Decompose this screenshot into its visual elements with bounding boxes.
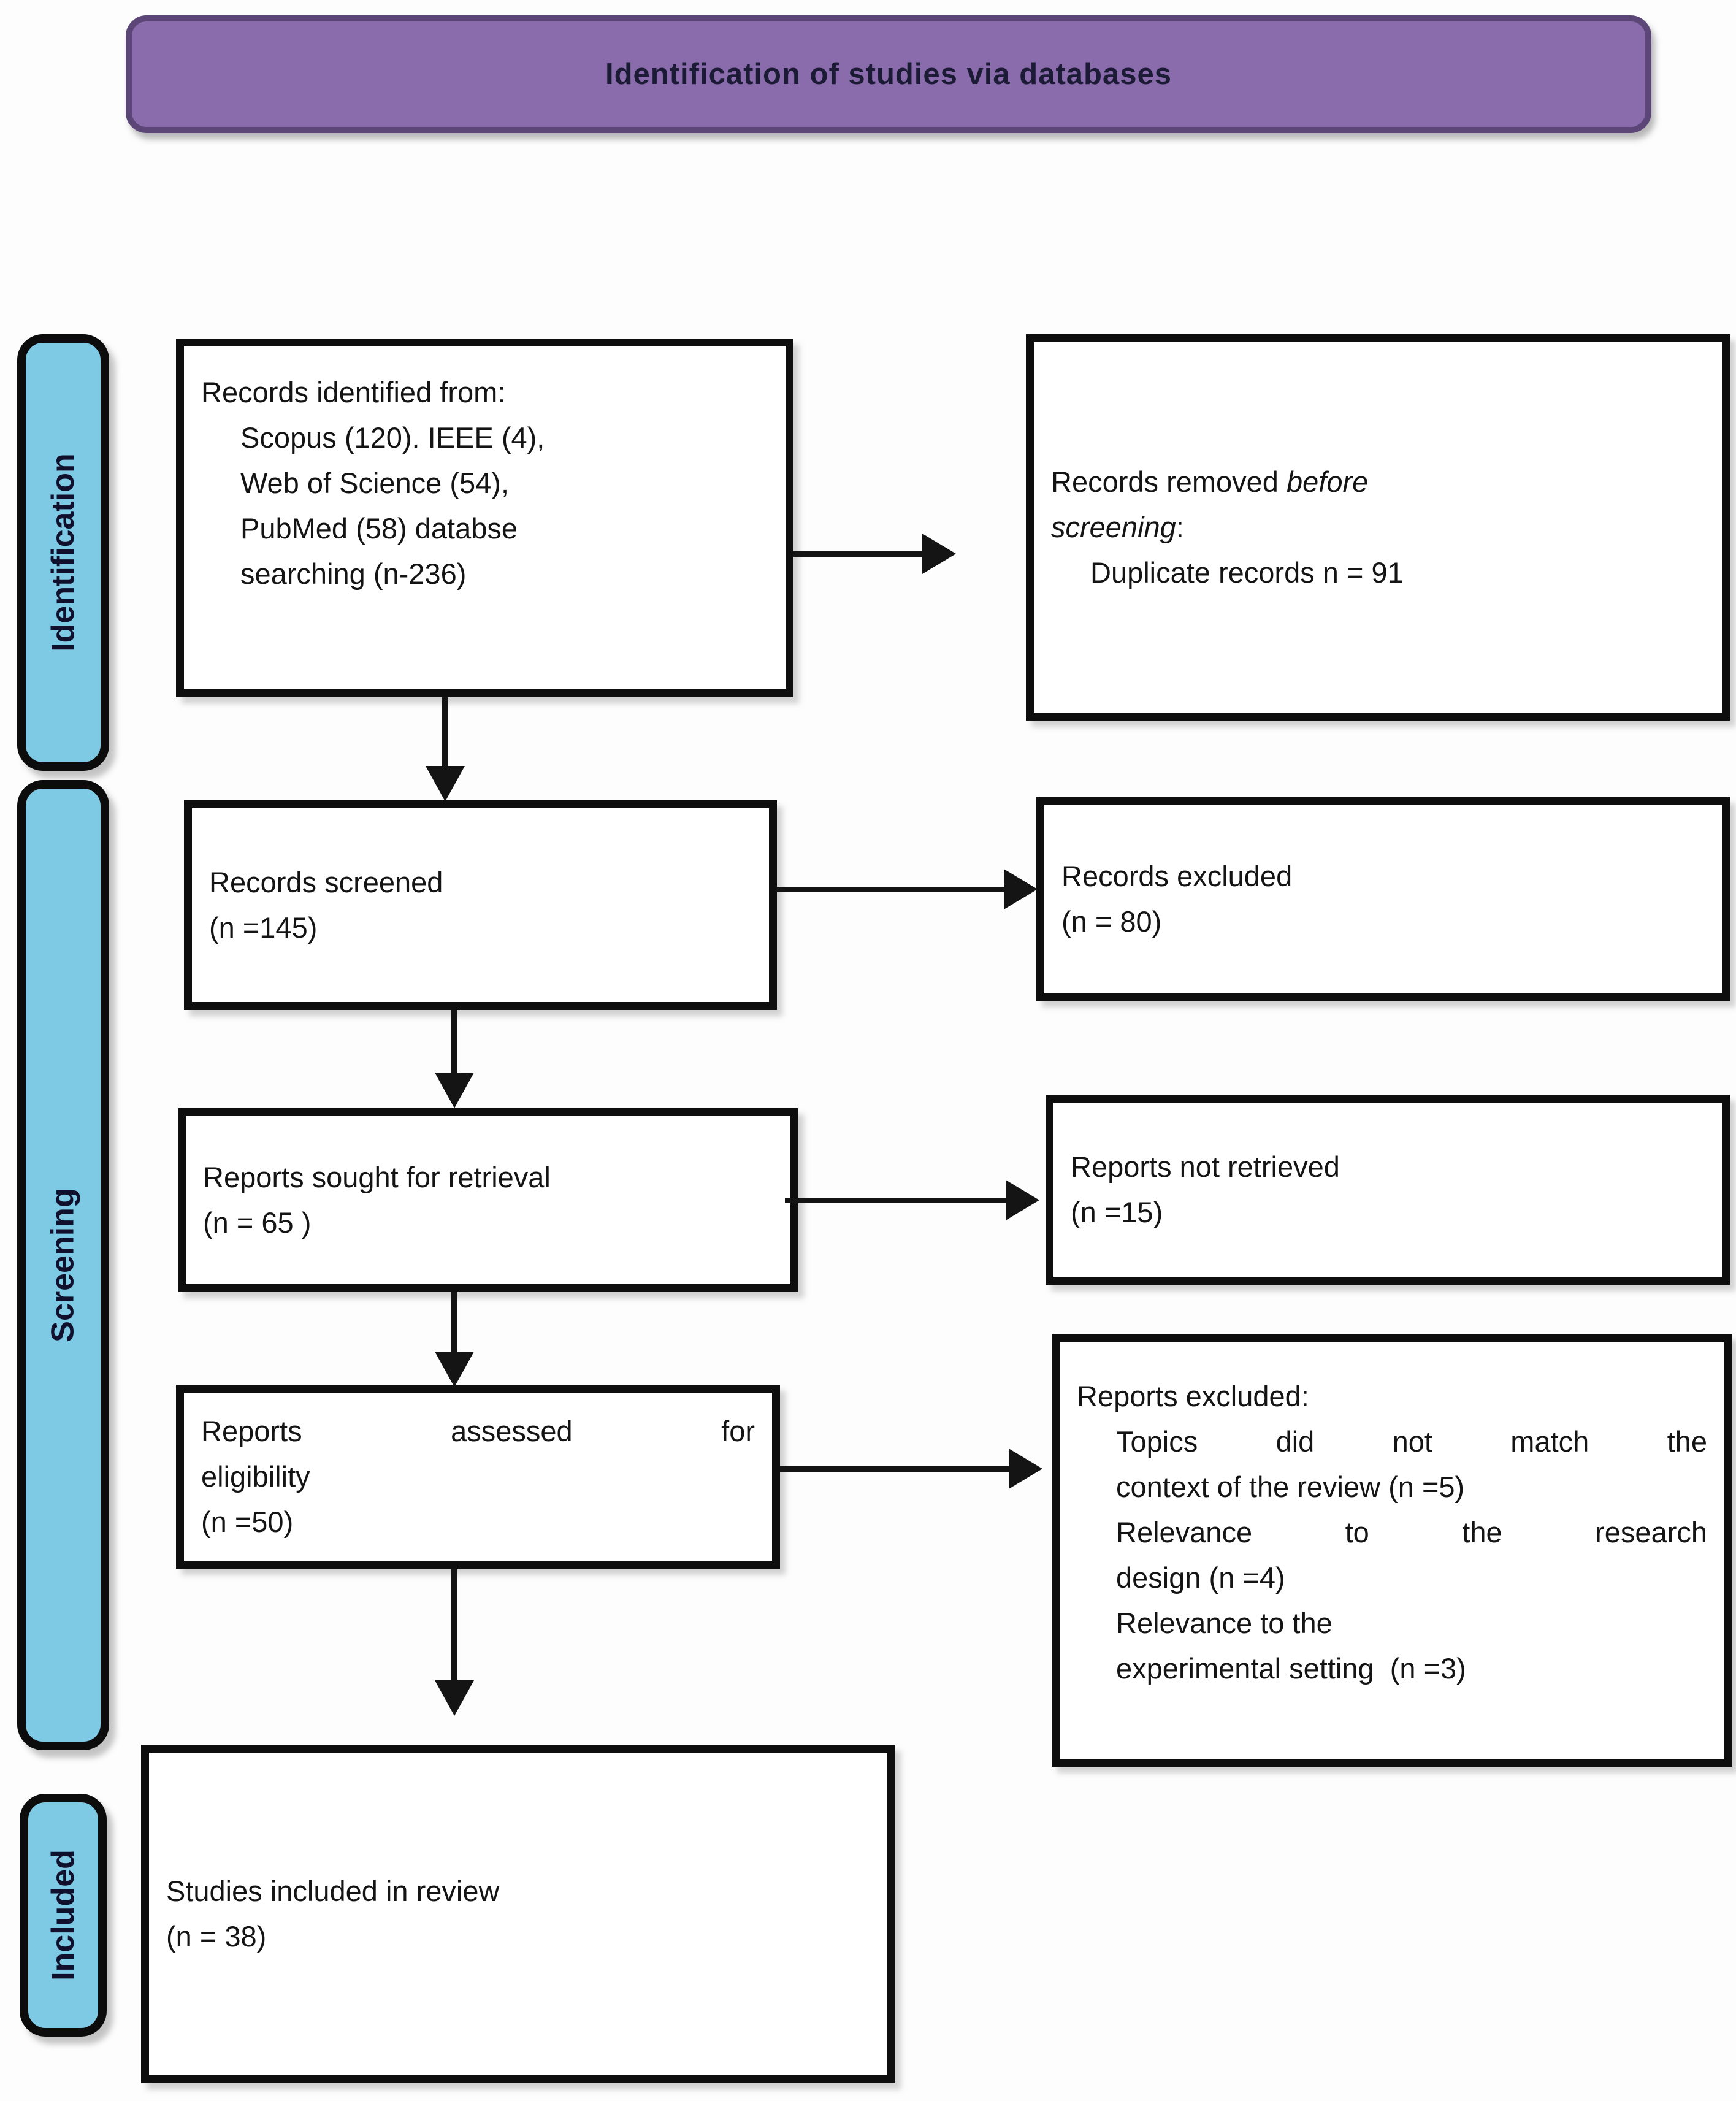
arrow-sought-to-not-retrieved-shaft [785,1198,1006,1203]
box-reports-sought-for-retrieval: Reports sought for retrieval(n = 65 ) [178,1108,798,1292]
stage-label-screening: Screening [17,780,109,1750]
arrow-screened-to-sought-shaft [451,1010,457,1073]
arrow-identified-to-screened-shaft [442,697,448,766]
stage-label-screening-text: Screening [45,1188,82,1342]
box-studies-included-in-review: Studies included in review(n = 38) [141,1745,895,2083]
box-records-screened: Records screened(n =145) [184,800,777,1010]
box-reports-not-retrieved: Reports not retrieved(n =15) [1046,1095,1730,1285]
arrow-identified-to-removed-shaft [793,551,922,557]
arrow-assessed-to-included-arrowhead-icon [435,1680,474,1716]
arrow-sought-to-not-retrieved-arrowhead-icon [1006,1180,1039,1220]
arrow-assessed-to-included-shaft [451,1569,457,1680]
arrow-screened-to-excluded-arrowhead-icon [1004,869,1038,909]
arrow-sought-to-assessed-arrowhead-icon [435,1352,474,1387]
stage-label-included: Included [20,1794,107,2037]
diagram-title: Identification of studies via databases [605,58,1172,91]
arrow-screened-to-sought-arrowhead-icon [435,1073,474,1108]
arrow-sought-to-assessed-shaft [451,1292,457,1352]
arrow-identified-to-removed-arrowhead-icon [922,534,956,574]
stage-label-included-text: Included [45,1850,82,1981]
arrow-screened-to-excluded-shaft [777,887,1004,892]
diagram-title-banner: Identification of studies via databases [126,15,1651,133]
arrow-assessed-to-excluded-reasons-shaft [780,1466,1009,1472]
stage-label-identification: Identification [17,334,109,771]
box-records-identified: Records identified from:Scopus (120). IE… [176,339,793,697]
arrow-identified-to-screened-arrowhead-icon [426,766,465,802]
arrow-assessed-to-excluded-reasons-arrowhead-icon [1009,1449,1042,1489]
box-records-excluded: Records excluded(n = 80) [1036,797,1730,1001]
stage-label-identification-text: Identification [45,453,81,652]
